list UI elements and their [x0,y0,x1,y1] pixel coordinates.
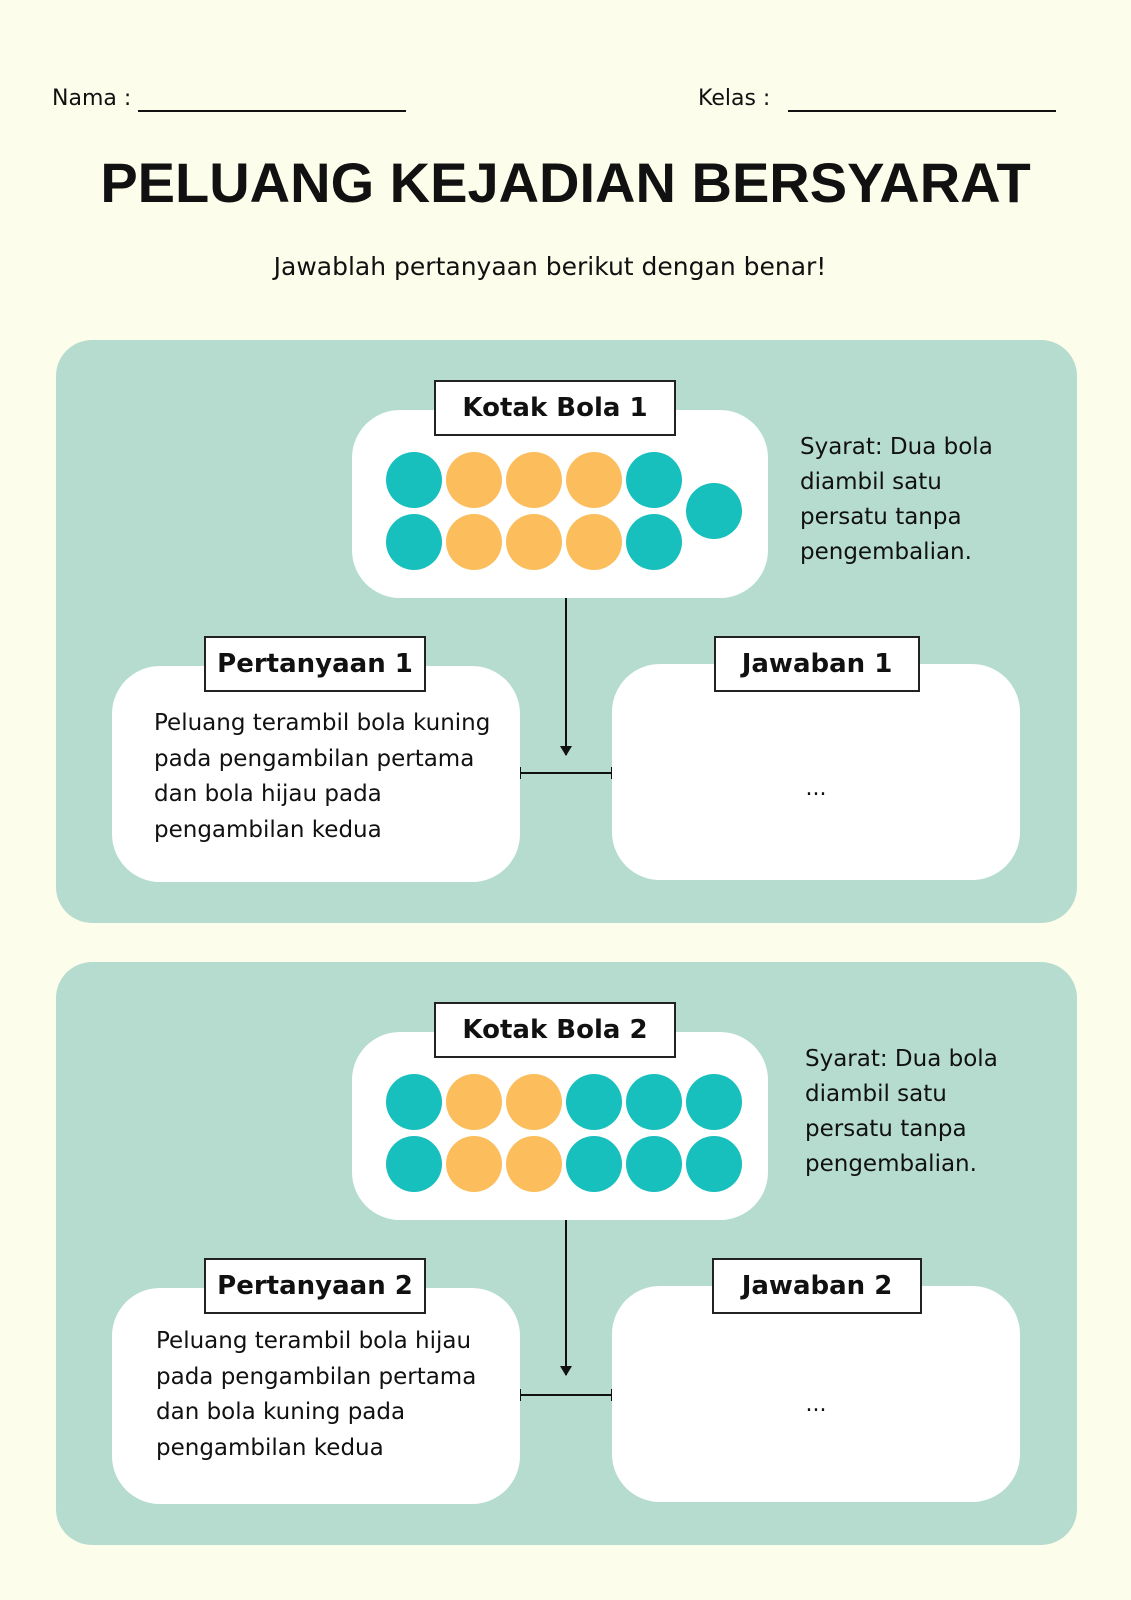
answer-card-2[interactable]: ... [612,1286,1020,1502]
kelas-label: Kelas : [698,86,771,111]
connector-horizontal-1 [520,772,612,774]
yellow-ball [566,514,622,570]
answer-value-2: ... [805,1392,827,1417]
connector-tick-left-2 [519,1389,521,1401]
yellow-ball [446,514,502,570]
ball-box-1 [352,410,768,598]
ball-box-2 [352,1032,768,1220]
nama-field[interactable] [138,110,406,112]
arrow-head-2 [560,1366,572,1376]
green-ball [566,1074,622,1130]
yellow-ball [446,452,502,508]
page-title: PELUANG KEJADIAN BERSYARAT [100,151,1031,214]
question-text-2: Peluang terambil bola hijau pada pengamb… [156,1328,477,1461]
answer-card-1[interactable]: ... [612,664,1020,880]
connector-tick-left-1 [519,767,521,779]
yellow-ball [506,1136,562,1192]
yellow-ball [566,452,622,508]
section-panel-1: Kotak Bola 1 Syarat: Dua bola diambil sa… [56,340,1077,923]
box-title-1: Kotak Bola 1 [434,380,676,436]
kelas-field[interactable] [788,110,1056,112]
question-text-1: Peluang terambil bola kuning pada pengam… [154,710,491,843]
green-ball [626,1136,682,1192]
green-ball [566,1136,622,1192]
yellow-ball [506,1074,562,1130]
answer-title-2: Jawaban 2 [712,1258,922,1314]
connector-vertical-2 [565,1220,567,1375]
arrow-head-1 [560,746,572,756]
question-title-2: Pertanyaan 2 [204,1258,426,1314]
yellow-ball [446,1074,502,1130]
green-ball [626,452,682,508]
yellow-ball [506,452,562,508]
answer-title-1: Jawaban 1 [714,636,920,692]
syarat-text-1: Syarat: Dua bola diambil satu persatu ta… [800,434,993,565]
green-ball [386,452,442,508]
green-ball [386,1136,442,1192]
green-ball [626,1074,682,1130]
syarat-text-2: Syarat: Dua bola diambil satu persatu ta… [805,1046,998,1177]
answer-value-1: ... [805,776,827,801]
question-card-1: Peluang terambil bola kuning pada pengam… [112,666,520,882]
green-ball [686,1136,742,1192]
yellow-ball [446,1136,502,1192]
green-ball [626,514,682,570]
connector-vertical-1 [565,598,567,755]
yellow-ball [506,514,562,570]
question-title-1: Pertanyaan 1 [204,636,426,692]
green-ball [386,1074,442,1130]
instruction-text: Jawablah pertanyaan berikut dengan benar… [273,252,827,281]
connector-horizontal-2 [520,1394,612,1396]
section-panel-2: Kotak Bola 2 Syarat: Dua bola diambil sa… [56,962,1077,1545]
green-ball [386,514,442,570]
question-card-2: Peluang terambil bola hijau pada pengamb… [112,1288,520,1504]
nama-label: Nama : [52,86,132,111]
green-ball [686,483,742,539]
box-title-2: Kotak Bola 2 [434,1002,676,1058]
green-ball [686,1074,742,1130]
